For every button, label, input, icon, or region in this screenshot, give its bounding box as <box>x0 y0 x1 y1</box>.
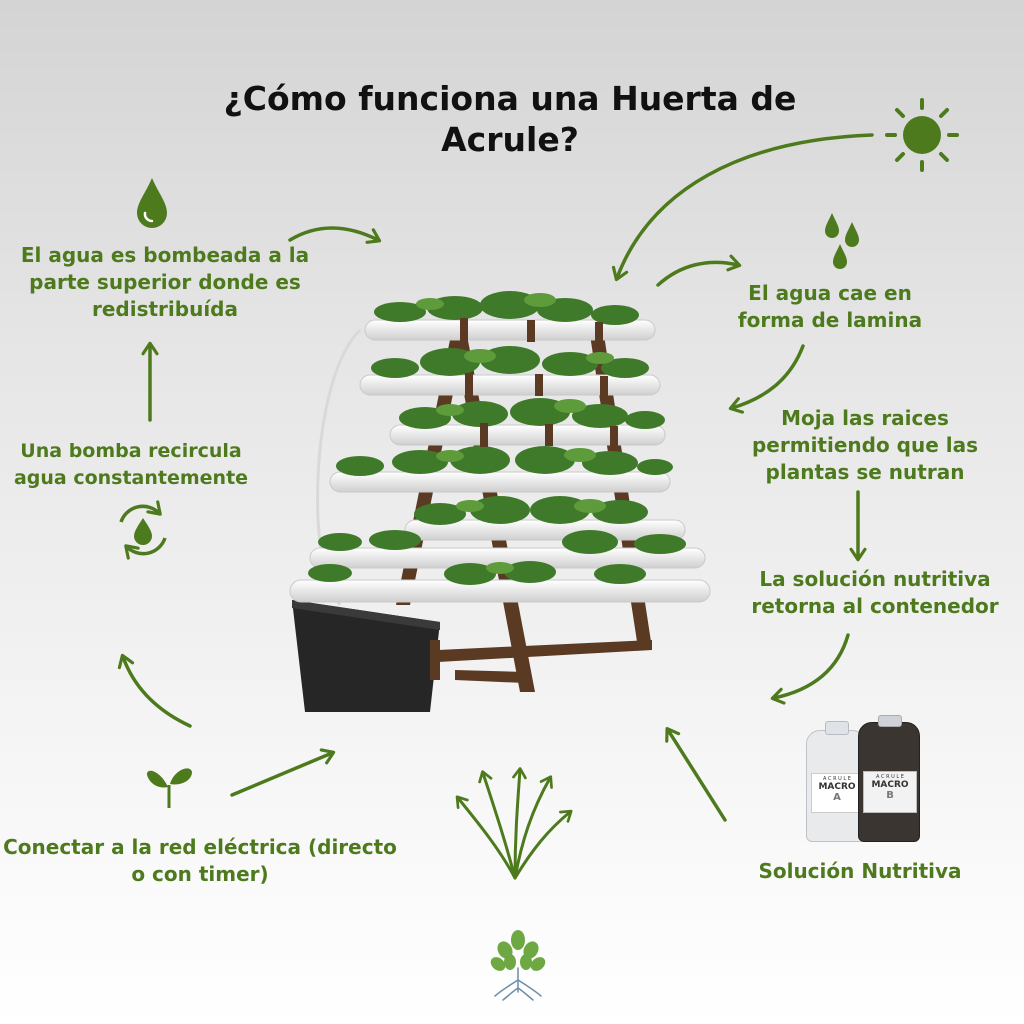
step-returns-label: La solución nutritiva retorna al contene… <box>751 567 999 618</box>
bottle-cap <box>878 715 902 727</box>
bottle-a-label: A C R U L E MACRO A <box>811 773 863 813</box>
grass-icon <box>455 767 573 880</box>
water-drop-icon <box>137 178 167 228</box>
step-pump-label: Una bomba recircula agua constantemente <box>13 440 249 489</box>
arrow-power-to-frame <box>230 748 336 797</box>
arrow-returns-to-container <box>770 633 850 705</box>
hydroponic-garden-illustration <box>289 291 711 712</box>
rain-drops-icon <box>825 213 859 269</box>
step-falls-label: El agua cae en forma de lamina <box>737 281 923 332</box>
arrow-pumped-to-top <box>288 226 382 244</box>
arrow-into-falls <box>656 254 742 287</box>
step-pumped-label: El agua es bombeada a la parte superior … <box>20 243 310 321</box>
page-title: ¿Cómo funciona una Huerta de Acrule? <box>223 79 797 159</box>
arrow-power-to-pump <box>117 653 192 728</box>
bottle-cap <box>825 721 849 735</box>
pump-cycle-icon <box>119 500 167 560</box>
seedling-icon <box>146 768 192 808</box>
step-roots-label: Moja las raices permitiendo que las plan… <box>751 406 978 484</box>
step-power-label: Conectar a la red eléctrica (directo o c… <box>3 835 397 886</box>
step-nutrient-label: Solución Nutritiva <box>758 859 962 883</box>
sun-icon <box>885 98 959 172</box>
bottle-a: A C R U L E MACRO A <box>806 721 866 842</box>
arrow-nutrient-to-frame <box>665 726 727 822</box>
arrow-sun-to-top <box>611 133 874 282</box>
bottle-b-label: A C R U L E MACRO B <box>863 771 917 813</box>
bottle-b: A C R U L E MACRO B <box>858 715 920 842</box>
tree-logo-icon <box>490 930 546 1001</box>
arrow-falls-to-roots <box>728 344 805 414</box>
nutrient-bottles: A C R U L E MACRO A A C R U L E MACRO B <box>806 715 946 844</box>
